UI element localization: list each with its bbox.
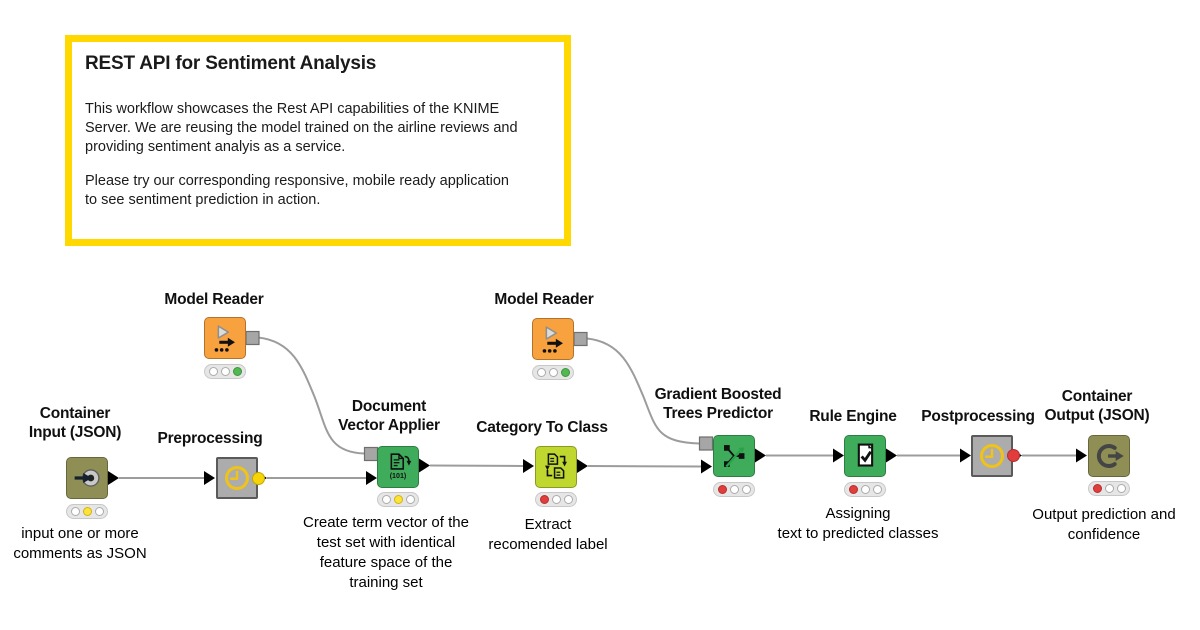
svg-text:(101): (101) — [390, 472, 407, 480]
node-caption-document-vector-applier[interactable]: Create term vector of the test set with … — [303, 514, 469, 591]
annotation-line: to see sentiment prediction in action. — [85, 192, 321, 208]
node-document-vector-applier[interactable]: (101) — [377, 446, 419, 488]
model-port-square — [245, 330, 260, 346]
node-caption-rule-engine[interactable]: Assigning text to predicted classes — [777, 505, 939, 542]
node-label-preprocessing[interactable]: Preprocessing — [157, 430, 263, 447]
connection-category-to-gbt[interactable] — [587, 465, 702, 468]
node-label-category-to-class[interactable]: Category To Class — [476, 419, 608, 436]
traffic-light-container-input — [66, 504, 108, 519]
node-label-postprocessing[interactable]: Postprocessing — [921, 408, 1035, 425]
decision-tree-icon — [724, 445, 745, 468]
traffic-light-gbt-predictor — [713, 482, 755, 497]
model-port-square — [698, 436, 714, 451]
clock-icon — [225, 466, 249, 490]
preprocessing-output-state-dot — [252, 471, 265, 485]
node-label-document-vector-applier[interactable]: Document Vector Applier — [338, 398, 440, 434]
play-arrow-reader-icon — [214, 325, 235, 352]
traffic-light-model-reader-1 — [204, 364, 246, 379]
node-container-output[interactable] — [1088, 435, 1130, 477]
node-label-container-output[interactable]: Container Output (JSON) — [1044, 388, 1150, 424]
document-vector-icon: (101) — [390, 453, 412, 480]
annotation-title: REST API for Sentiment Analysis — [85, 53, 377, 74]
model-port-square — [363, 446, 379, 462]
connection-vector-applier-to-category[interactable] — [429, 464, 524, 467]
annotation-line: providing sentiment analyis as a service… — [85, 139, 346, 155]
postprocessing-output-state-dot — [1006, 449, 1020, 462]
documents-convert-icon — [545, 453, 567, 479]
node-label-gbt-predictor[interactable]: Gradient Boosted Trees Predictor — [654, 386, 782, 422]
connection-modelreader1-to-vector-applier[interactable] — [257, 336, 365, 455]
node-category-to-class[interactable] — [535, 446, 577, 488]
node-label-model-reader-2[interactable]: Model Reader — [494, 291, 594, 308]
node-model-reader-2[interactable] — [532, 318, 574, 360]
model-port-square — [573, 331, 588, 347]
traffic-light-model-reader-2 — [532, 365, 574, 380]
input-socket-icon — [74, 469, 100, 487]
node-label-container-input[interactable]: Container Input (JSON) — [28, 405, 122, 441]
traffic-light-category-to-class — [535, 492, 577, 507]
play-arrow-reader-icon — [542, 326, 563, 353]
node-rule-engine[interactable] — [844, 435, 886, 477]
document-check-icon — [857, 443, 874, 467]
node-caption-category-to-class[interactable]: Extract recomended label — [488, 516, 608, 553]
node-label-rule-engine[interactable]: Rule Engine — [809, 408, 897, 425]
annotation-line: Please try our corresponding responsive,… — [85, 173, 509, 189]
traffic-light-rule-engine — [844, 482, 886, 497]
circular-arrow-output-icon — [1096, 444, 1124, 468]
annotation-paragraph-2: Please try our corresponding responsive,… — [85, 172, 551, 210]
annotation-line: This workflow showcases the Rest API cap… — [85, 101, 500, 117]
connection-modelreader2-to-gbt[interactable] — [586, 337, 700, 445]
node-container-input[interactable] — [66, 457, 108, 499]
node-caption-container-output[interactable]: Output prediction and confidence — [1032, 506, 1176, 543]
annotation-paragraph-1: This workflow showcases the Rest API cap… — [85, 100, 551, 157]
workflow-annotation[interactable]: REST API for Sentiment Analysis This wor… — [65, 35, 571, 246]
node-model-reader-1[interactable] — [204, 317, 246, 359]
node-preprocessing[interactable] — [216, 457, 258, 499]
node-caption-container-input[interactable]: input one or more comments as JSON — [13, 525, 147, 562]
traffic-light-container-output — [1088, 481, 1130, 496]
clock-icon — [980, 444, 1004, 468]
annotation-line: Server. We are reusing the model trained… — [85, 120, 518, 136]
traffic-light-document-vector-applier — [377, 492, 419, 507]
node-label-model-reader-1[interactable]: Model Reader — [164, 291, 264, 308]
node-gbt-predictor[interactable] — [713, 435, 755, 477]
